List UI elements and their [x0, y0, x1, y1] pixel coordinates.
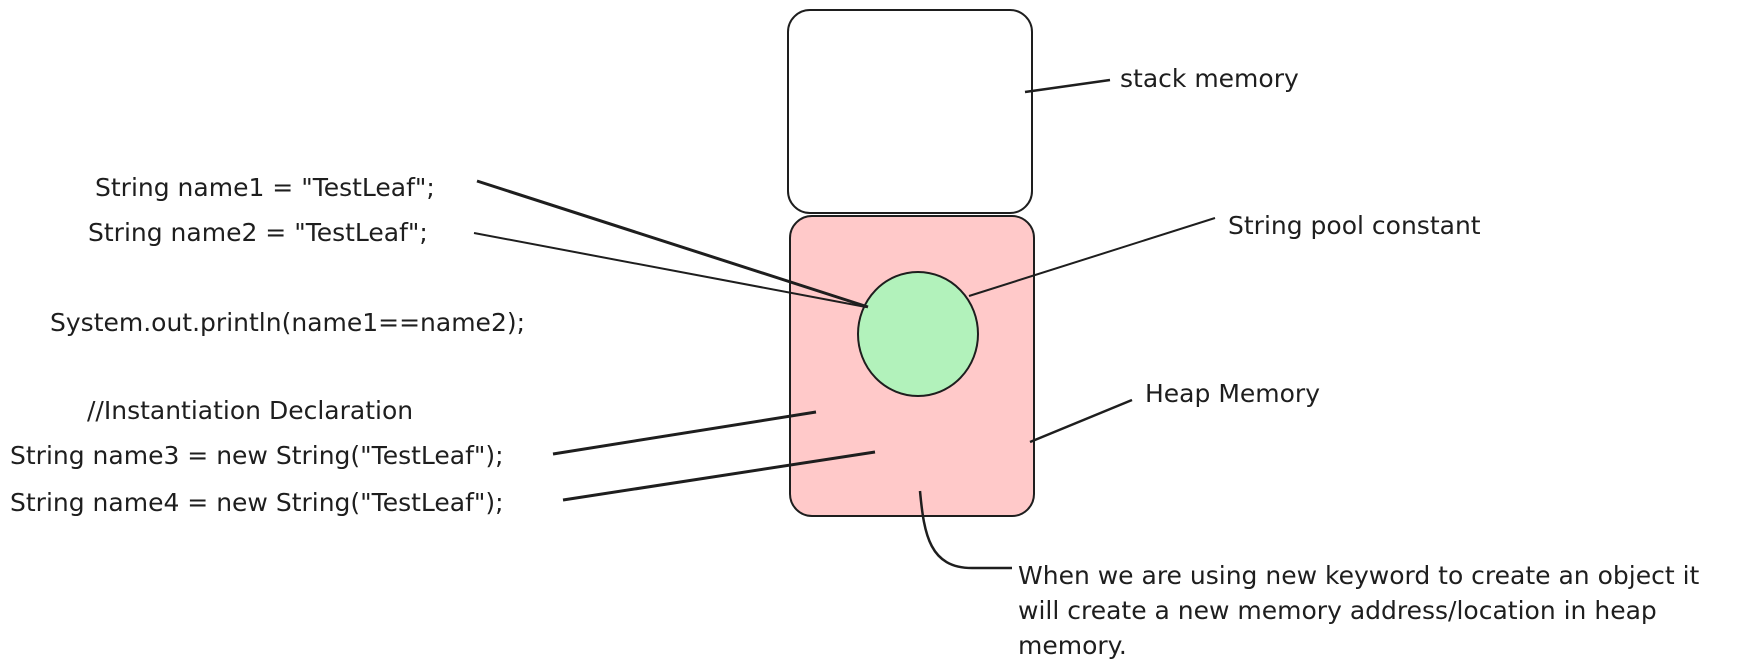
name2-connector — [473, 232, 867, 308]
code-comment: //Instantiation Declaration — [87, 396, 414, 425]
new-keyword-note: When we are using new keyword to create … — [1018, 561, 1700, 660]
stack-memory-label: stack memory — [1120, 64, 1299, 93]
name1-connector — [476, 179, 869, 309]
code-line-name3: String name3 = new String("TestLeaf"); — [10, 441, 504, 470]
stack-memory-box — [787, 9, 1033, 214]
heap-label-connector — [1029, 398, 1133, 444]
pool-label-connector — [968, 217, 1216, 297]
string-pool-label: String pool constant — [1228, 211, 1481, 240]
code-line-name1: String name1 = "TestLeaf"; — [95, 173, 435, 202]
code-line-name4: String name4 = new String("TestLeaf"); — [10, 488, 504, 517]
string-pool-circle — [857, 271, 979, 397]
name4-connector — [562, 450, 876, 502]
heap-memory-label: Heap Memory — [1145, 379, 1320, 408]
note-connector — [918, 490, 1012, 570]
name3-connector — [552, 410, 817, 456]
code-line-println: System.out.println(name1==name2); — [50, 308, 526, 337]
stack-label-connector — [1024, 78, 1111, 94]
code-line-name2: String name2 = "TestLeaf"; — [88, 218, 428, 247]
